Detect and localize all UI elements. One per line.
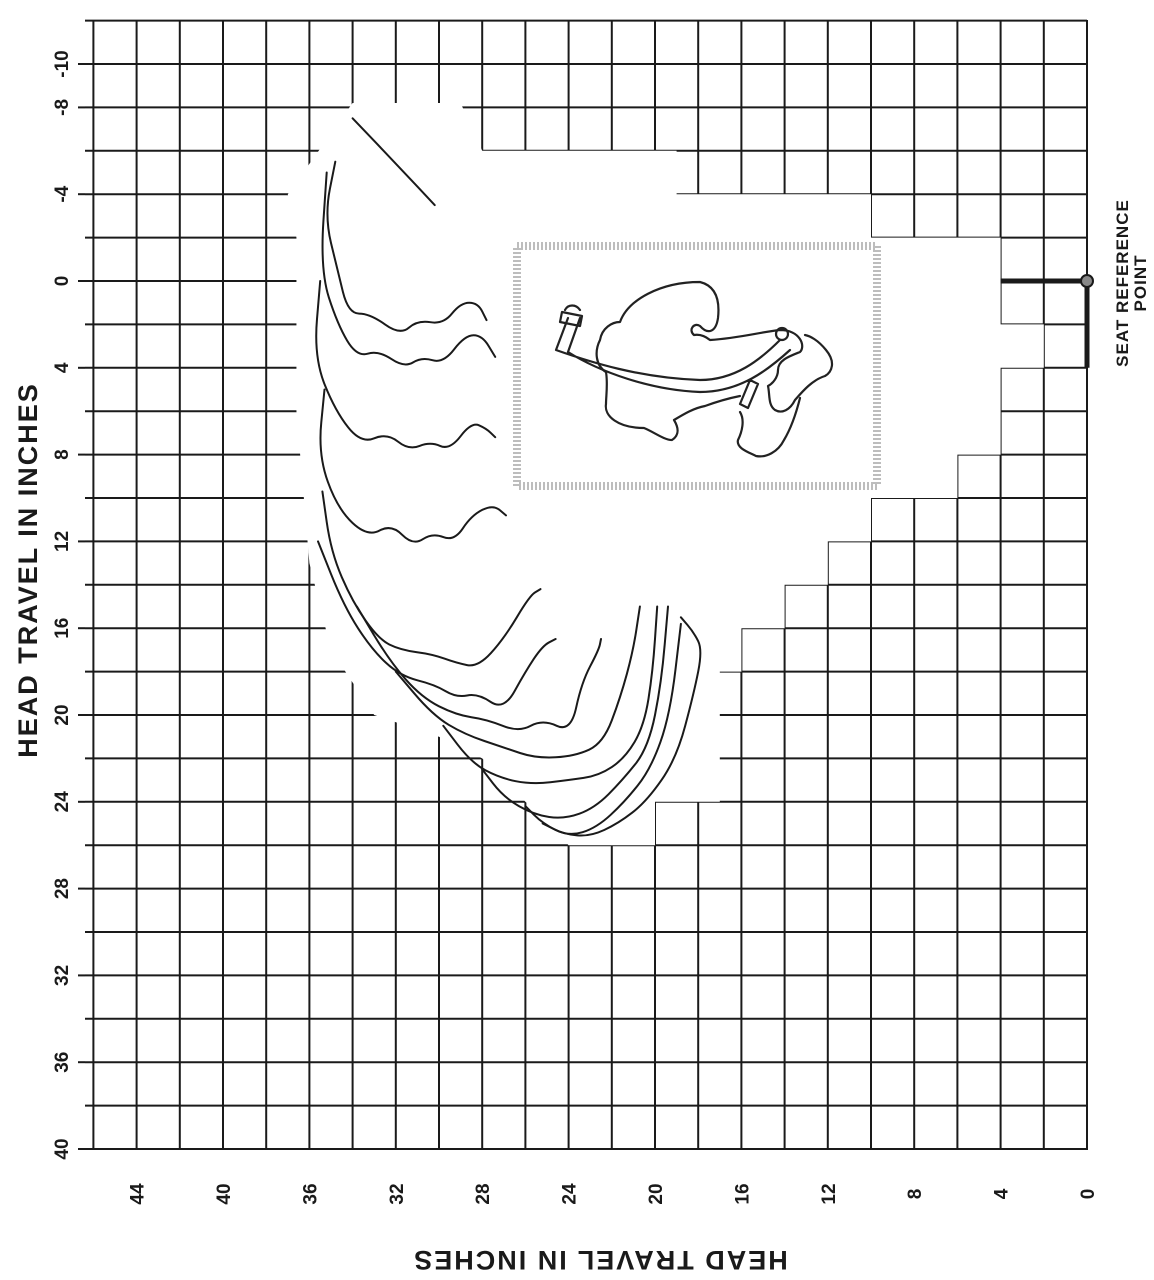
head-travel-curve: [541, 616, 702, 837]
seat-reference-label-line1: SEAT REFERENCE: [1113, 199, 1132, 367]
x-tick-label: 16: [732, 1183, 753, 1204]
x-tick-label: 28: [473, 1183, 494, 1204]
inset-frame: [513, 242, 881, 490]
y-tick-label: 32: [52, 965, 73, 986]
reference-point-dot: [1080, 274, 1094, 288]
y-tick-label: 20: [52, 704, 73, 725]
head-travel-curve: [355, 605, 602, 731]
x-tick-label: 36: [300, 1183, 321, 1204]
y-tick-label: 4: [52, 362, 73, 373]
x-tick-label: 4: [992, 1188, 1013, 1199]
y-tick-label: 28: [52, 878, 73, 899]
head-travel-curves: [315, 117, 702, 837]
y-tick-label: 36: [52, 1052, 73, 1073]
x-tick-label: 24: [560, 1183, 581, 1205]
head-restraint-sketch: [513, 242, 881, 490]
y-tick-label: 24: [52, 791, 73, 813]
y-tick-label: 40: [52, 1138, 73, 1159]
seat-reference-label-line2: POINT: [1131, 255, 1150, 312]
head-travel-curve: [315, 280, 497, 449]
head-travel-curve: [481, 605, 669, 819]
x-tick-label: 44: [128, 1183, 149, 1205]
x-tick-label: 0: [1078, 1189, 1099, 1200]
y-tick-label: -8: [52, 99, 73, 116]
x-tick-label: 12: [819, 1183, 840, 1204]
y-tick-label: 0: [52, 276, 73, 287]
head-travel-curve: [321, 490, 542, 667]
x-tick-label: 32: [387, 1183, 408, 1204]
head-travel-curve: [442, 605, 659, 785]
head-travel-curve: [326, 160, 488, 332]
y-axis-title: HEAD TRAVEL IN INCHES: [13, 382, 43, 758]
x-axis-title: HEAD TRAVEL IN INCHES: [412, 1245, 788, 1275]
x-tick-label: 40: [214, 1183, 235, 1204]
y-tick-label: -10: [52, 50, 73, 77]
y-tick-label: -4: [52, 185, 73, 202]
strap-ring-icon: [774, 326, 790, 342]
x-tick-label: 8: [905, 1189, 926, 1200]
head-travel-curve: [351, 117, 436, 207]
head-travel-curve: [394, 605, 641, 759]
x-tick-label: 20: [646, 1183, 667, 1204]
head-travel-curve: [524, 622, 682, 835]
y-tick-label: 12: [52, 531, 73, 552]
y-tick-label: 8: [52, 449, 73, 460]
head-travel-curve: [321, 171, 497, 366]
seat-reference-point-marker: [1000, 274, 1094, 368]
head-travel-curve: [317, 540, 557, 706]
head-sketch-icon: [595, 280, 834, 458]
y-tick-label: 16: [52, 618, 73, 639]
restraint-strap-icon: [554, 304, 792, 410]
head-travel-curve: [319, 388, 507, 543]
